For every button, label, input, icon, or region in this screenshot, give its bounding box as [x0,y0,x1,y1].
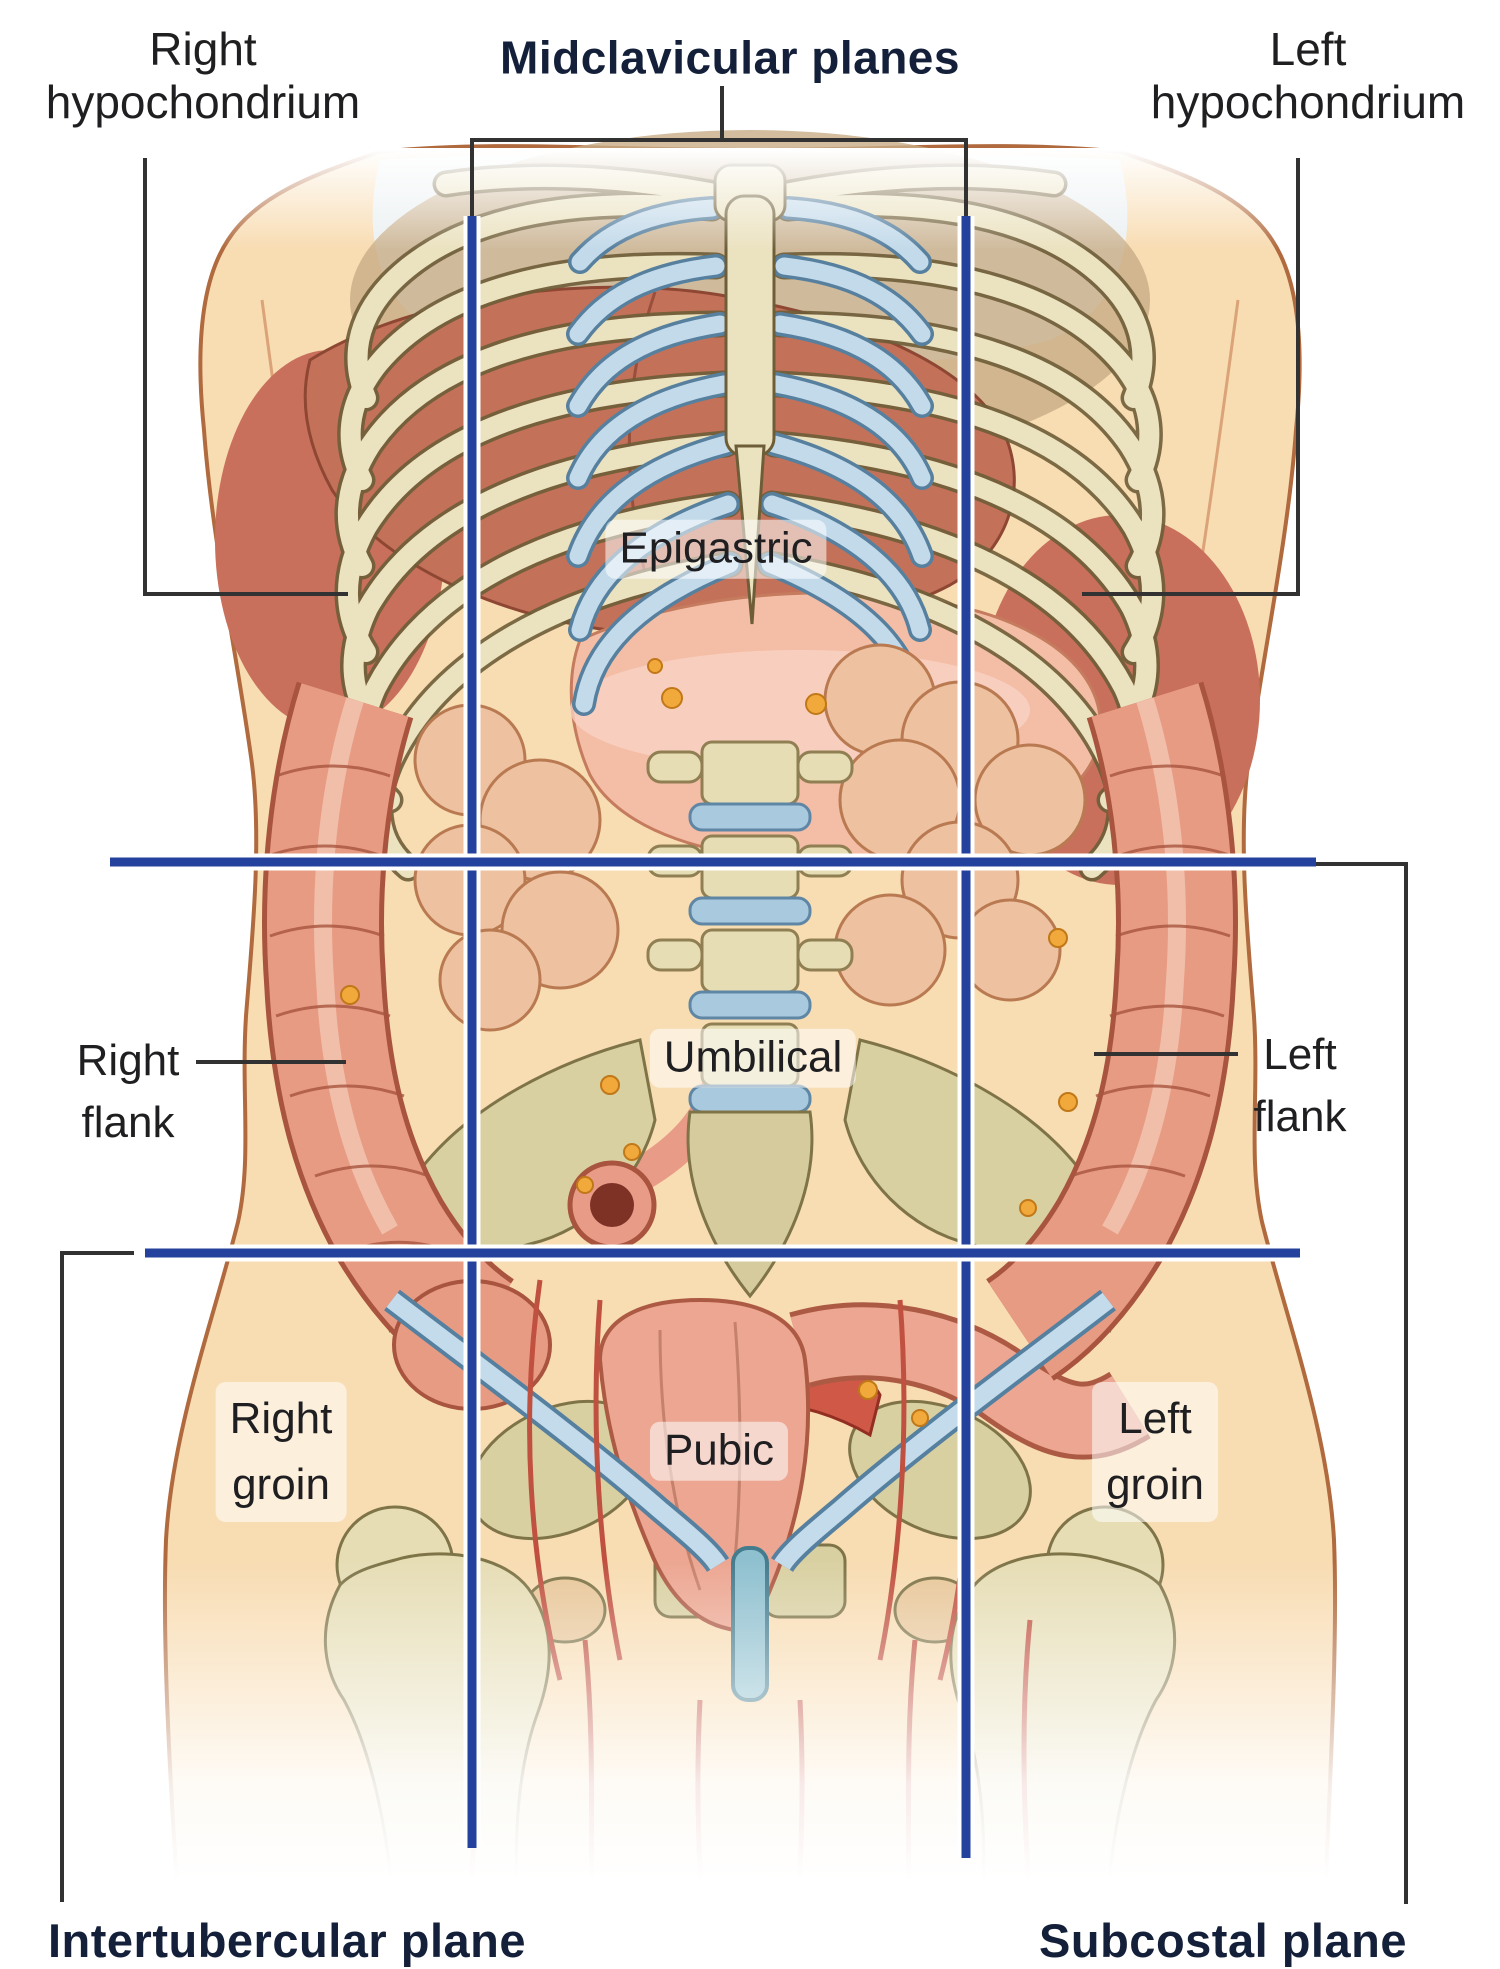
top-fade [0,148,1500,252]
label-left-groin: Left groin [1092,1382,1218,1522]
label-intertubercular-plane: Intertubercular plane [48,1913,526,1967]
fat-droplets [340,658,1078,1427]
label-right-groin: Right groin [215,1382,347,1522]
bracket-midclavicular [470,86,968,216]
label-right-hypochondrium: Right hypochondrium [45,23,361,128]
bracket-subcostal [1316,862,1408,1904]
leader-left-hypochondrium [1082,158,1300,596]
label-subcostal-plane: Subcostal plane [1039,1913,1407,1967]
bottom-fade [0,1560,1500,1969]
label-left-flank: Left flank [1253,1030,1347,1141]
label-left-hypochondrium: Left hypochondrium [1150,23,1466,128]
colon-descending [985,681,1238,1381]
plane-lines [110,216,1316,1858]
label-midclavicular-planes: Midclavicular planes [500,31,960,84]
label-pubic: Pubic [649,1421,789,1481]
cut-bowel-tube [567,1160,657,1250]
label-right-flank: Right flank [76,1036,180,1147]
label-umbilical: Umbilical [649,1028,857,1088]
leader-lines [60,86,1408,1904]
bracket-intertubercular [60,1251,134,1902]
label-epigastric: Epigastric [605,519,827,579]
leader-right-hypochondrium [143,158,348,596]
